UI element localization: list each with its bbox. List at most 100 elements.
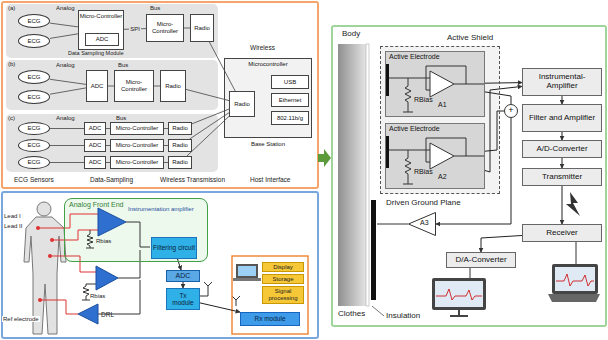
label-text: Bus	[116, 115, 126, 121]
connector	[50, 162, 84, 163]
shield-region: Active ShieldActive ElectrodeA1RBiasActi…	[380, 46, 500, 194]
process-box: Micro-Controller	[110, 156, 164, 169]
text-holder: Analog Front End	[69, 201, 123, 209]
drawing-part	[576, 242, 577, 264]
label-holder: Body	[342, 30, 360, 39]
node-text: Tx module	[168, 292, 198, 306]
label-text: (b)	[8, 61, 15, 67]
node-text: Signal processing	[264, 288, 302, 301]
process-box: Micro-Controller	[146, 14, 184, 42]
connector	[485, 111, 504, 151]
electrode-box: Active ElectrodeA2RBias	[385, 123, 485, 189]
label-holder: (c)	[8, 115, 15, 122]
node-text: ECG	[20, 74, 48, 81]
function-bar: Storage	[262, 274, 304, 284]
connector	[50, 145, 84, 146]
label-text: Bus	[118, 62, 128, 68]
ecg-oval: ECG	[18, 122, 50, 135]
node-text: A/D-Converter	[524, 145, 600, 154]
drawing-part	[403, 78, 413, 112]
label-text: Rbias	[96, 238, 111, 244]
drawing-part	[386, 124, 484, 188]
label-holder: Driven Ground Plane	[386, 199, 461, 208]
label-holder: Analog	[56, 115, 75, 122]
label-text: ECG Sensors	[14, 176, 54, 183]
connector	[562, 96, 563, 104]
label-text: Wireless	[250, 44, 275, 51]
process-box: Micro-ControllerADC	[78, 10, 124, 50]
block-box: Instrumental-Amplifier	[522, 68, 602, 96]
node-text: Radio	[192, 25, 212, 32]
edge-label-holder: SPI	[129, 26, 141, 33]
drawing-part	[372, 306, 384, 316]
node-text: Radio	[170, 142, 190, 149]
process-box: ADC	[84, 139, 106, 152]
label-text: Clothes	[338, 309, 365, 318]
node-text: ADC	[86, 125, 104, 132]
label-holder: Data Sampling Module	[68, 50, 124, 56]
drawing-part	[232, 256, 308, 334]
process-box: Ethernet	[271, 93, 309, 107]
drawing-part	[40, 300, 78, 314]
connector	[200, 303, 240, 312]
connector	[50, 128, 84, 129]
drawing-part	[48, 254, 52, 258]
label-holder: Bus	[118, 62, 128, 69]
drawing-part	[232, 296, 240, 306]
label-text: Lead I	[3, 213, 22, 219]
label-holder: DRL	[101, 311, 114, 318]
ecg-oval: ECG	[18, 90, 50, 104]
process-box: Radio	[160, 70, 186, 102]
node-text: 802.11b/g	[273, 115, 307, 122]
drawing-part	[566, 192, 580, 216]
node-text: Micro-Controller	[80, 13, 123, 19]
process-box: 802.11b/g	[271, 111, 309, 125]
drawing-part	[38, 214, 98, 228]
drawing-part	[78, 304, 98, 324]
label-text: (a)	[8, 5, 15, 11]
drawing-part	[233, 278, 261, 281]
label-holder: Bus	[116, 115, 126, 122]
drawing-part	[371, 200, 376, 300]
edge-label: SPI	[129, 26, 141, 32]
drawing-part	[236, 264, 258, 278]
node-text: ECG	[20, 142, 48, 149]
label-holder: (b)	[8, 61, 15, 68]
node-text: Filter and Amplifier	[524, 114, 600, 123]
drawing-part	[555, 267, 595, 291]
ecg-oval: ECG	[18, 139, 50, 152]
node-text: Micro-Controller	[112, 159, 162, 166]
drawing-part	[82, 222, 240, 314]
connector	[50, 79, 86, 84]
ecg-oval: ECG	[18, 156, 50, 169]
drawing-part	[36, 226, 40, 230]
drawing-part	[436, 289, 482, 300]
drawing-part	[548, 294, 600, 302]
node-text: Base Station	[251, 141, 285, 147]
drawing-part	[366, 44, 369, 306]
drawing-part	[36, 226, 54, 302]
node-text: A2	[438, 173, 447, 180]
node-text: Active Shield	[447, 33, 493, 42]
connector	[50, 23, 78, 27]
drawing-part	[380, 46, 500, 194]
process-box: Micro-Controller	[110, 122, 164, 135]
connector	[186, 89, 229, 100]
text-holder: Microcontroller	[225, 61, 311, 68]
drawing-part	[118, 250, 140, 278]
text-holder: RBias	[414, 96, 433, 104]
label-holder: Rbias	[96, 238, 111, 245]
process-box: Radio	[168, 139, 192, 152]
process-box: ADC	[86, 70, 108, 102]
node-text: Rx module	[242, 315, 298, 322]
node-text: Transmitter	[524, 173, 600, 182]
label-text: Data Sampling Module	[68, 50, 124, 56]
drawing-part	[2, 2, 318, 188]
connector	[187, 116, 229, 156]
connector	[481, 236, 522, 253]
base-station-box: MicrocontrollerBase StationRadioUSBEther…	[224, 58, 312, 138]
drawing-part	[224, 58, 312, 138]
module-box: Filtering circuit	[151, 237, 197, 259]
label-text: Bus	[150, 5, 160, 11]
node-text: Micro-Controller	[116, 79, 152, 92]
